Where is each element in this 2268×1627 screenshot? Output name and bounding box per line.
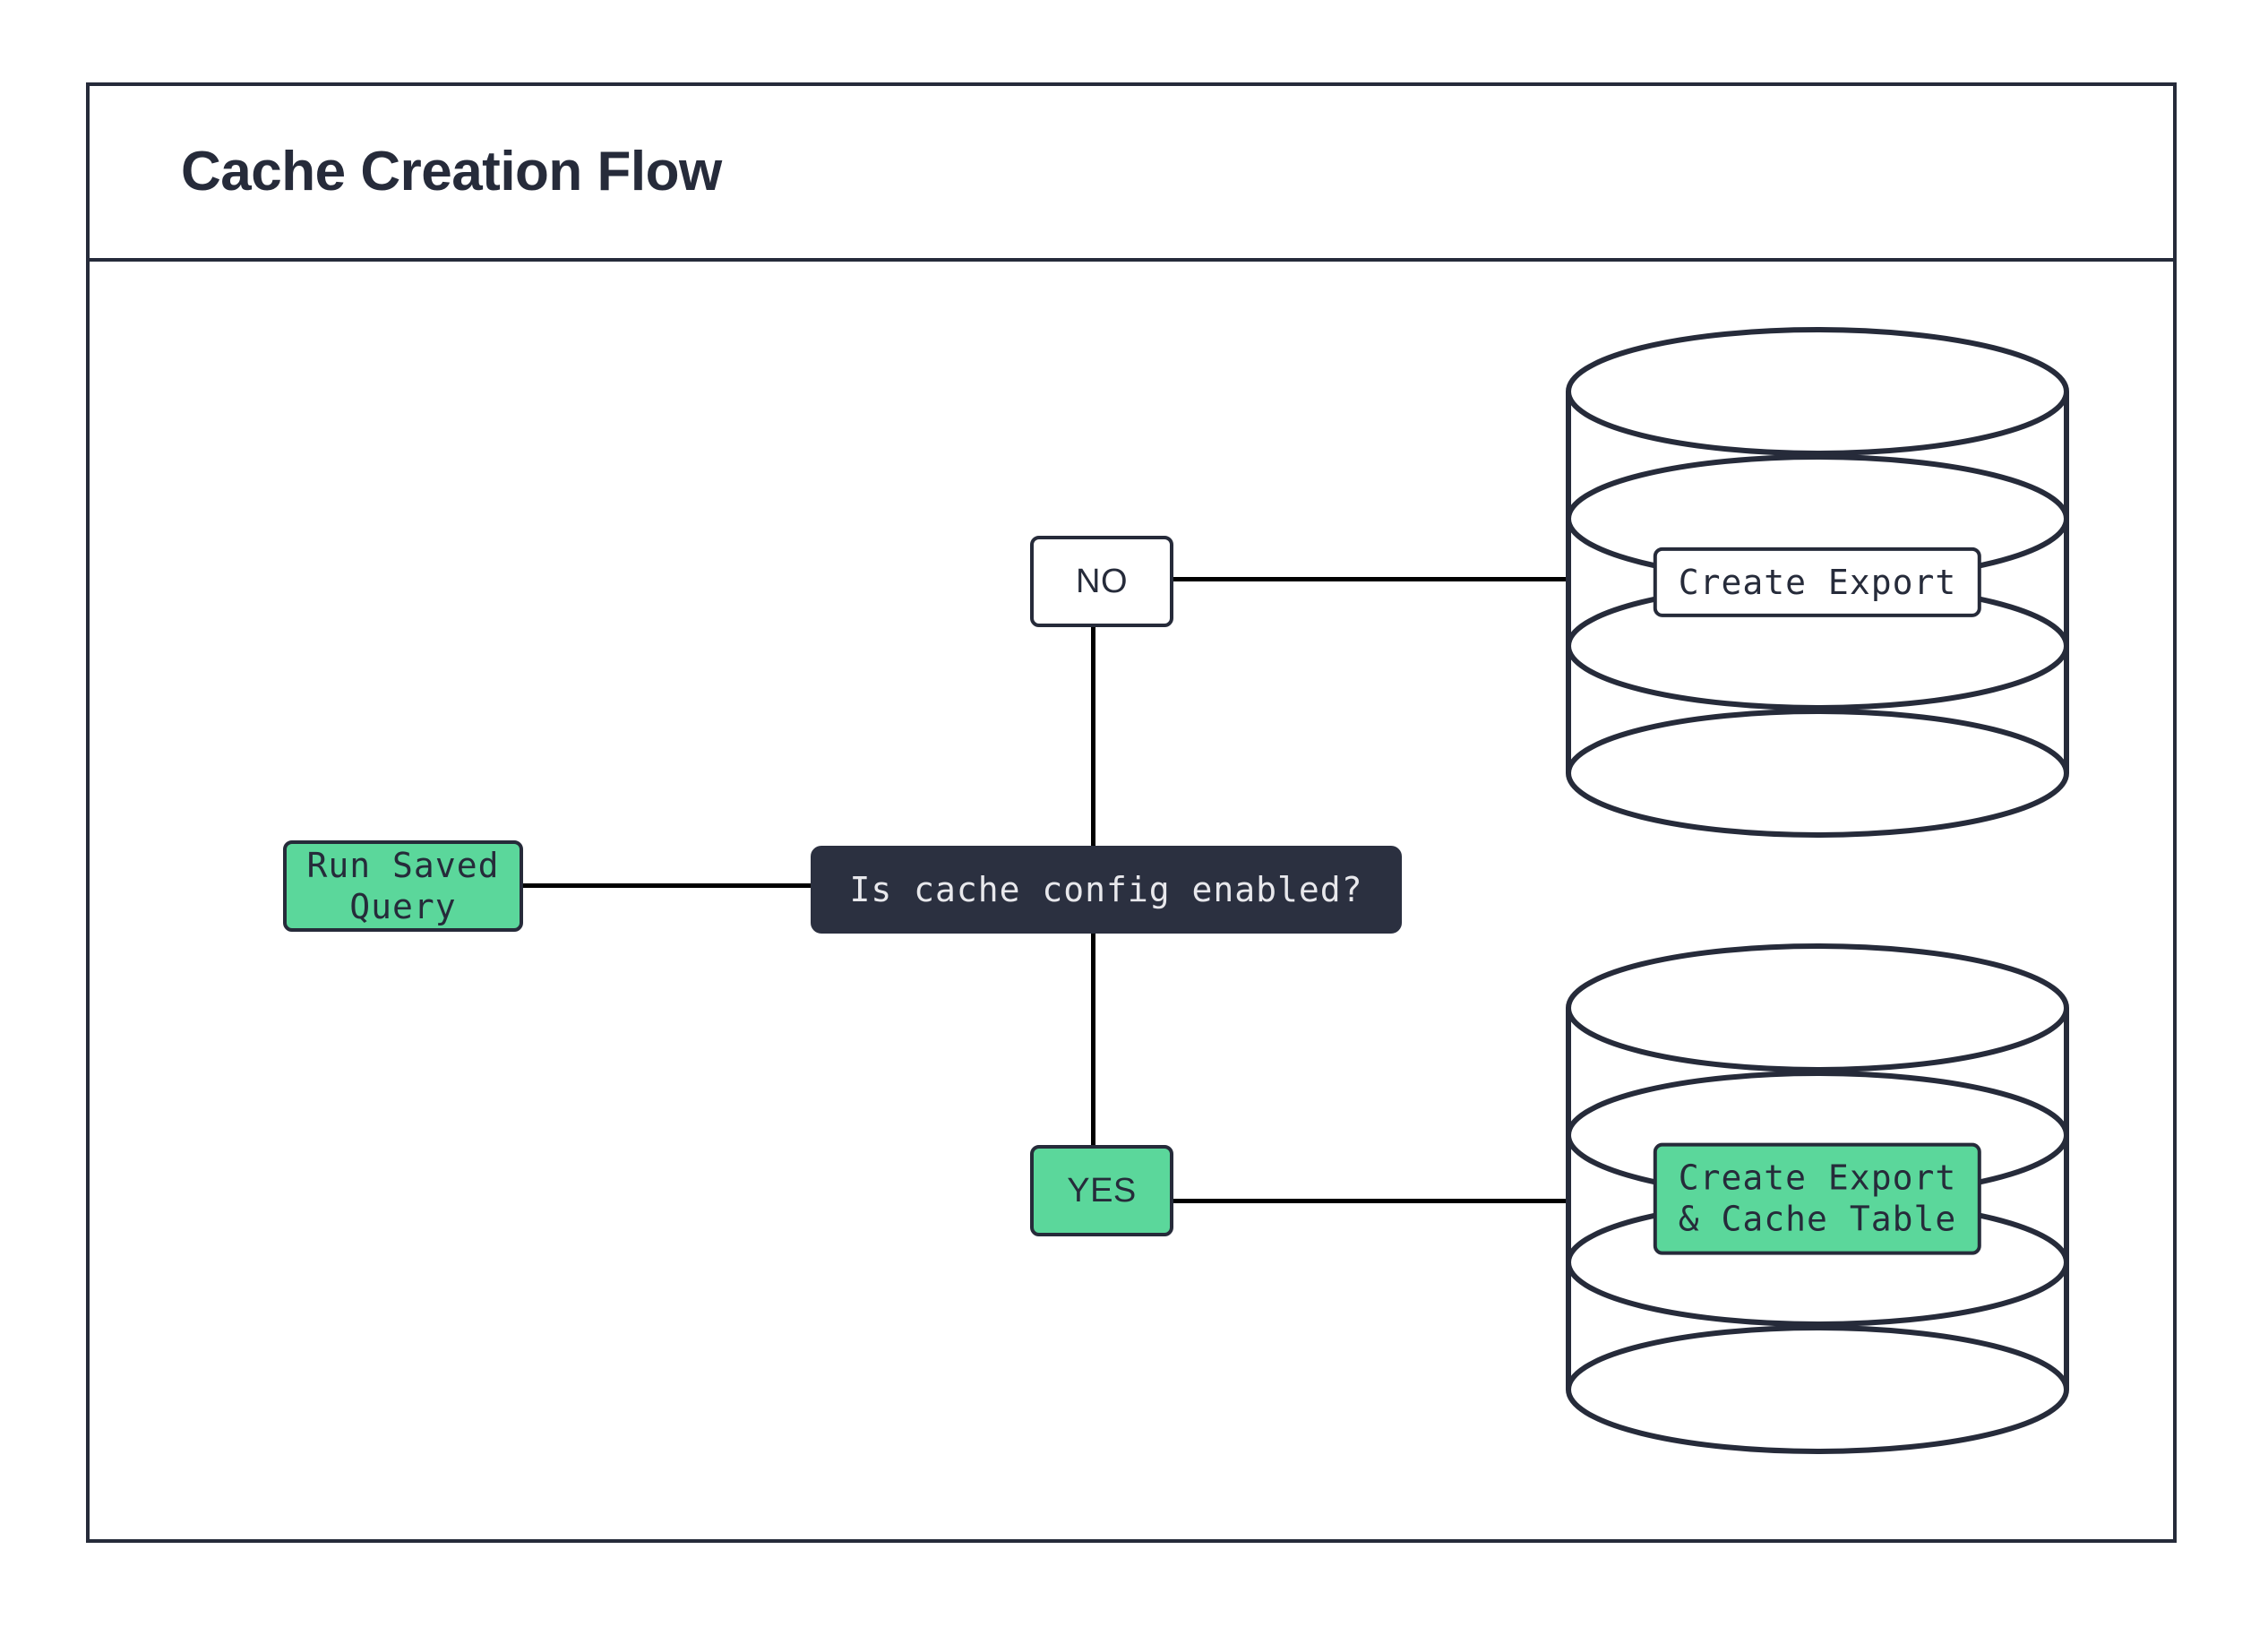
diagram-title-bar: Cache Creation Flow (90, 86, 2173, 262)
page-title: Cache Creation Flow (181, 141, 722, 202)
edge-decision-to-no (1091, 625, 1095, 848)
node-decision-label: Is cache config enabled? (849, 869, 1363, 909)
diagram-frame: Cache Creation Flow Run Saved Query Is c… (86, 82, 2177, 1543)
node-decision-is-cache-config-enabled[interactable]: Is cache config enabled? (811, 846, 1402, 934)
database-cylinder-bottom[interactable]: Create Export & Cache Table (1566, 943, 2069, 1454)
flow-canvas: Run Saved Query Is cache config enabled?… (90, 262, 2173, 1539)
edge-run-saved-query-to-decision (521, 883, 813, 888)
edge-decision-to-yes (1091, 932, 1095, 1149)
node-branch-yes[interactable]: YES (1030, 1145, 1173, 1236)
database-cylinder-top[interactable]: Create Export (1566, 327, 2069, 838)
database-cylinder-top-label: Create Export (1653, 547, 1982, 618)
database-cylinder-bottom-label: Create Export & Cache Table (1653, 1142, 1982, 1255)
edge-no-to-database-top (1172, 577, 1568, 581)
node-branch-no-label: NO (1076, 562, 1128, 600)
node-branch-yes-label: YES (1067, 1171, 1137, 1209)
node-run-saved-query[interactable]: Run Saved Query (283, 840, 523, 932)
node-branch-no[interactable]: NO (1030, 536, 1173, 627)
node-run-saved-query-label: Run Saved Query (306, 845, 500, 926)
edge-yes-to-database-bottom (1172, 1199, 1568, 1203)
